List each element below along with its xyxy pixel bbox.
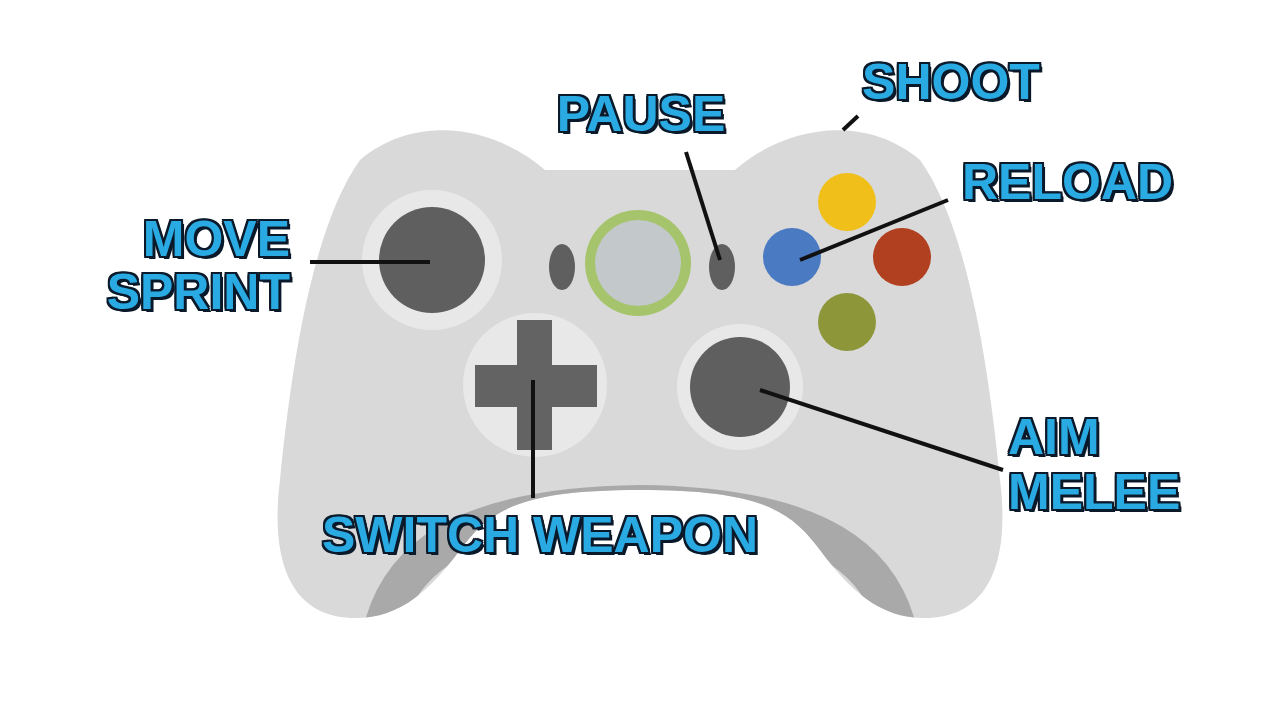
guide-ring	[585, 210, 691, 316]
y-button	[818, 173, 876, 231]
control-label: SPRINT	[107, 267, 290, 317]
control-label: RELOAD	[962, 157, 1173, 207]
control-label: SWITCH WEAPON	[322, 510, 758, 560]
leader-line	[531, 380, 535, 498]
control-label: MELEE	[1008, 467, 1180, 517]
leader-line	[760, 390, 1003, 470]
back-button	[549, 244, 575, 290]
leader-line	[800, 200, 948, 260]
right-stick	[690, 337, 790, 437]
control-label: MOVE	[143, 214, 290, 264]
control-label: PAUSE	[557, 89, 726, 139]
control-label: AIM	[1008, 412, 1100, 462]
a-button	[818, 293, 876, 351]
control-label: SHOOT	[862, 57, 1040, 107]
start-button	[709, 244, 735, 290]
dpad	[475, 365, 597, 407]
controller-body	[278, 130, 1003, 618]
b-button	[873, 228, 931, 286]
guide-button	[595, 220, 681, 306]
leader-line	[686, 152, 720, 260]
leader-line	[310, 260, 430, 264]
leader-line	[843, 116, 858, 130]
stick-ring	[677, 324, 803, 450]
